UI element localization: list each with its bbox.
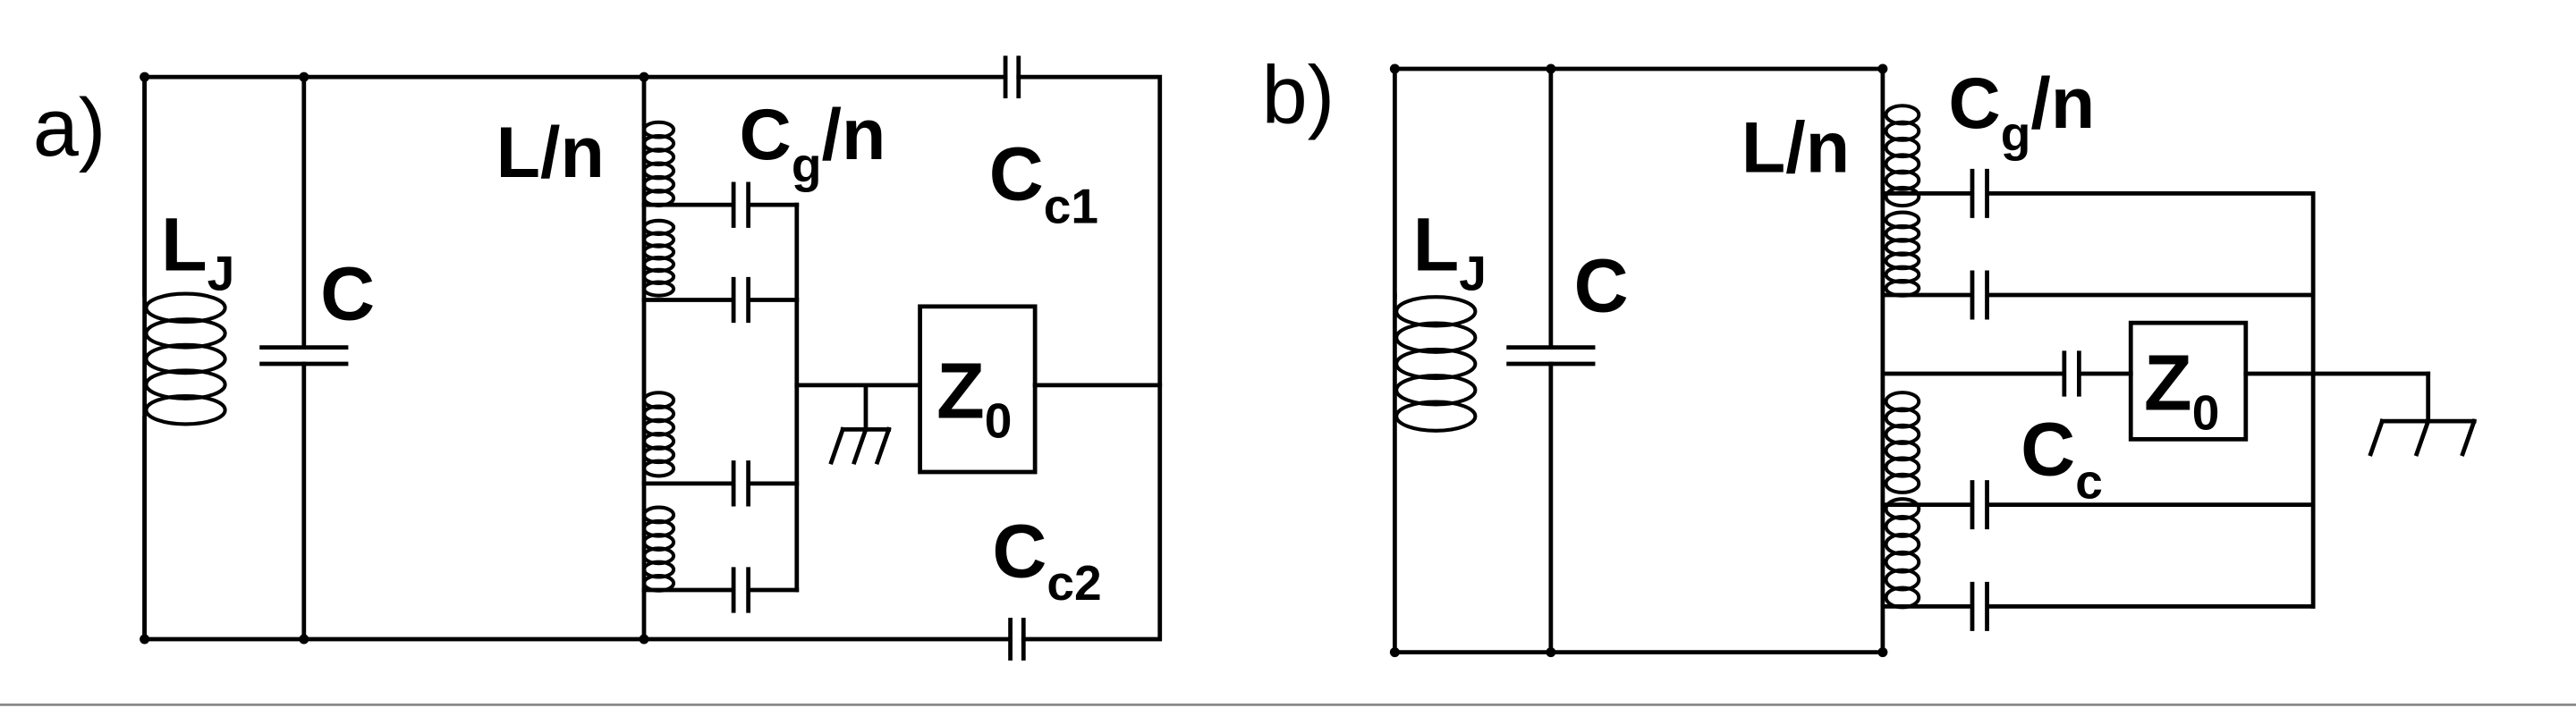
- capacitor: [1970, 168, 1989, 218]
- label-cg-over-n: Cg/n: [1948, 63, 2095, 162]
- capacitor: [731, 567, 751, 613]
- junction-dot: [299, 72, 309, 82]
- inductor-l-over-n: [641, 218, 676, 298]
- capacitor: [1970, 270, 1989, 320]
- coil-loop: [641, 189, 676, 207]
- coil-loop: [1884, 472, 1921, 494]
- junction-dot: [140, 634, 150, 645]
- capacitor: [731, 276, 751, 324]
- label-z0: Z0: [936, 347, 1013, 449]
- capacitor: [1970, 581, 1989, 631]
- label-lj: LJ: [1413, 203, 1487, 301]
- ground-hatch: [852, 426, 869, 466]
- capacitor: [1506, 345, 1596, 367]
- ground-hatch: [828, 426, 846, 466]
- ground-hatch: [2413, 418, 2431, 457]
- ground-hatch: [2460, 418, 2478, 457]
- coil-loop: [144, 317, 227, 350]
- coil-loop: [1394, 374, 1478, 407]
- coil-loop: [1884, 586, 1921, 610]
- wires: [140, 63, 2431, 658]
- coil-loop: [144, 368, 227, 400]
- coil-loop: [1394, 400, 1478, 433]
- junction-dot: [1389, 647, 1400, 658]
- label-l-over-n: L/n: [1741, 108, 1850, 189]
- label-cc2: Cc2: [992, 509, 1101, 611]
- junction-dot: [299, 634, 309, 645]
- label-c: C: [1574, 243, 1629, 327]
- inductor-l-over-n: [641, 391, 676, 478]
- label-cg-over-n: Cg/n: [740, 95, 886, 193]
- coil-loop: [1394, 347, 1478, 381]
- label-l-over-n: L/n: [496, 113, 605, 193]
- capacitor: [2062, 350, 2081, 397]
- label-c: C: [320, 252, 375, 336]
- label-z0: Z0: [2144, 338, 2220, 440]
- coil-loop: [641, 459, 676, 478]
- inductor-l-over-n: [641, 120, 676, 207]
- capacitor: [731, 181, 751, 228]
- junction-dot: [639, 72, 649, 82]
- capacitor: [1970, 480, 1989, 530]
- coil-loop: [1884, 278, 1921, 298]
- label-cc1: Cc1: [989, 132, 1098, 234]
- capacitor: [731, 460, 751, 507]
- junction-dot: [1389, 63, 1400, 74]
- coil-loop: [1884, 185, 1921, 208]
- junction-dot: [1546, 647, 1556, 658]
- ground-hatch: [2368, 418, 2385, 457]
- inductor-l-over-n: [641, 505, 676, 593]
- coil-loop: [144, 291, 227, 324]
- ground-icon: [828, 426, 892, 466]
- capacitor: [1008, 618, 1026, 661]
- panel-a-labels: a) LJ C L/n Cg/n Cc1 Cc2 Z0: [33, 82, 1102, 611]
- wire: [1016, 74, 1163, 642]
- junction-dot: [639, 634, 649, 645]
- panel-b-labels: b) LJ C L/n Cg/n Cc Z0: [1262, 50, 2220, 510]
- label-cc: Cc: [2021, 408, 2103, 510]
- inductor-l-over-n: [1884, 497, 1921, 610]
- panel-a-tag: a): [33, 82, 106, 173]
- components: [144, 55, 2478, 661]
- coil-loop: [144, 393, 227, 426]
- inductor-l-over-n: [1884, 391, 1921, 494]
- coil-loop: [641, 280, 676, 298]
- coil-loop: [641, 573, 676, 593]
- coil-loop: [144, 342, 227, 375]
- junction-dot: [140, 72, 150, 82]
- capacitor: [1003, 55, 1021, 98]
- ground-icon: [2368, 418, 2478, 457]
- junction-dot: [1546, 63, 1556, 74]
- inductor-l-over-n: [1884, 210, 1921, 298]
- junction-dot: [1877, 647, 1888, 658]
- inductor-l-over-n: [1884, 104, 1921, 208]
- capacitor: [259, 345, 349, 367]
- impedance-z0-box: [918, 304, 1038, 475]
- impedance-z0-box: [2128, 320, 2249, 442]
- label-lj: LJ: [161, 203, 234, 301]
- inductor-lj: [1394, 295, 1478, 433]
- coil-loop: [1394, 295, 1478, 328]
- junction-dot: [1877, 63, 1888, 74]
- ground-hatch: [874, 426, 892, 466]
- inductor-lj: [144, 291, 227, 426]
- panel-b-tag: b): [1262, 50, 1335, 141]
- coil-loop: [1394, 321, 1478, 354]
